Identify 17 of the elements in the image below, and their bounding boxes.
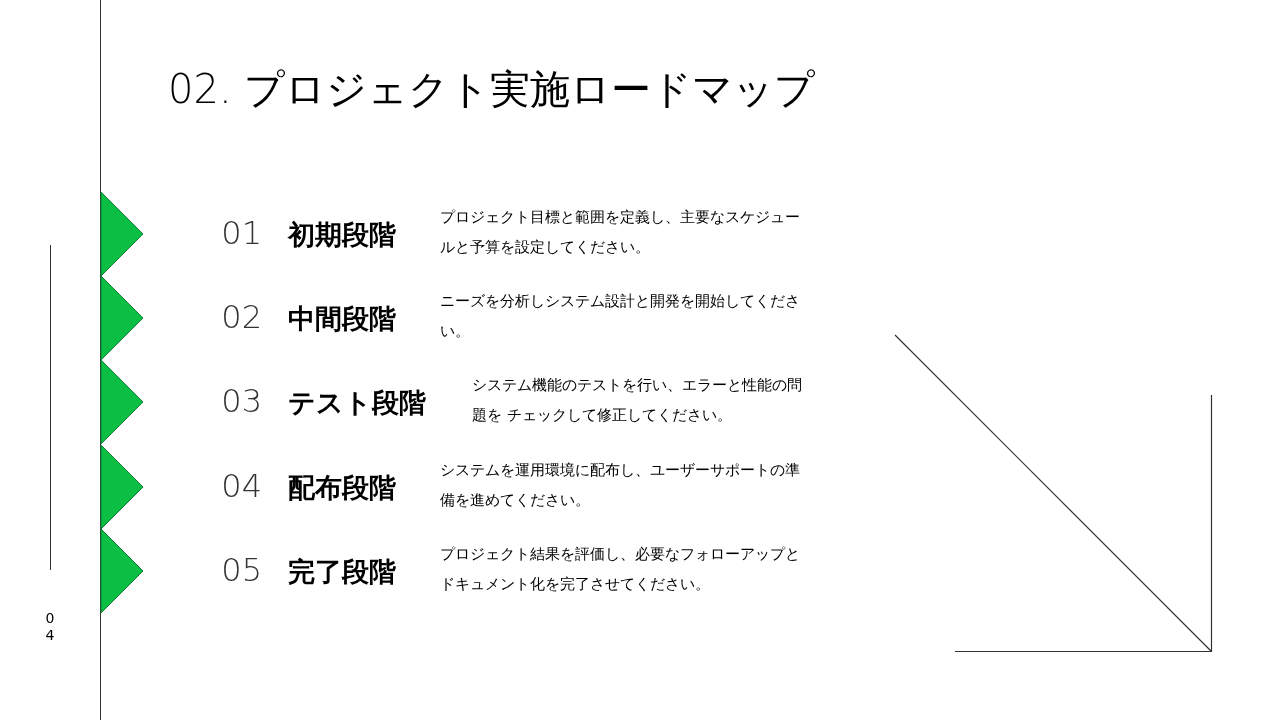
step-description: プロジェクト目標と範囲を定義し、主要なスケジュールと予算を設定してください。 [440, 207, 801, 257]
slide-title: 02. プロジェクト実施ロードマップ [168, 65, 816, 114]
step-description: ニーズを分析しシステム設計と開発を開始してください。 [440, 291, 801, 341]
page-number: 04 [44, 610, 56, 644]
step-description: システムを運用環境に配布し、ユーザーサポートの準備を進めてください。 [440, 460, 801, 510]
step-number: 05 [220, 551, 262, 589]
step-heading: 初期段階 [288, 218, 396, 252]
step-heading: テスト段階 [288, 386, 426, 420]
step-heading: 配布段階 [288, 471, 396, 505]
step-description: プロジェクト結果を評価し、必要なフォローアップとドキュメント化を完了させてください。 [440, 544, 801, 594]
step-heading: 完了段階 [288, 555, 396, 589]
step-number: 04 [220, 467, 262, 505]
step-heading: 中間段階 [288, 302, 396, 336]
step-number: 03 [220, 382, 262, 420]
step-number: 01 [220, 214, 262, 252]
step-description: システム機能のテストを行い、エラーと性能の問題を チェックして修正してください。 [472, 375, 803, 425]
step-number: 02 [220, 298, 262, 336]
